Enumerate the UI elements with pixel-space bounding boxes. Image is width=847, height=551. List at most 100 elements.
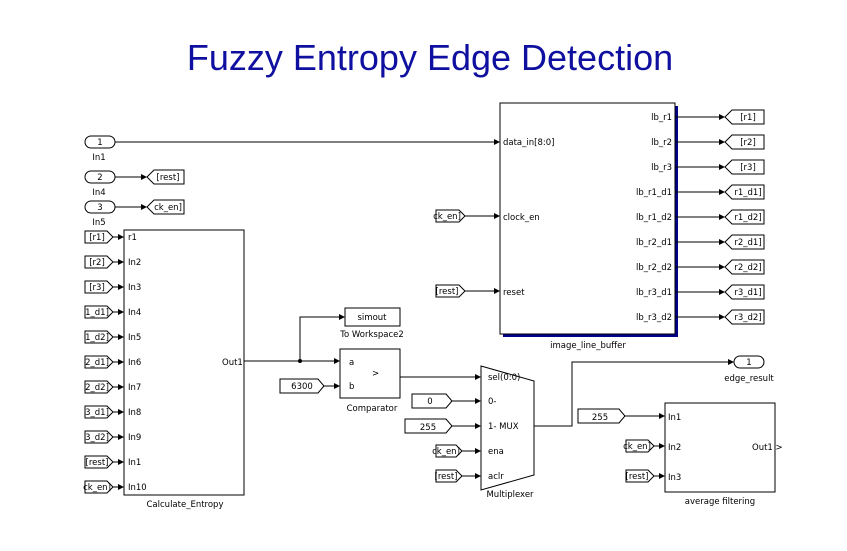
to-workspace-block[interactable]: simout To Workspace2 (339, 307, 404, 340)
from-rest-af[interactable]: [rest] (625, 469, 655, 483)
ilb-out-port-5: lb_r2_d1 (636, 238, 672, 248)
from-ck-en-mux-label: ck_en] (432, 447, 460, 457)
comparator-port-b: b (349, 382, 354, 392)
goto-ilb-2-label: [r3] (740, 163, 756, 173)
from-ce-3[interactable]: 1_d1] (84, 305, 114, 319)
constant-255-mux-value: 255 (420, 423, 436, 433)
ilb-out-port-0: lb_r1 (651, 113, 672, 123)
goto-ilb-0[interactable]: [r1] (724, 109, 765, 125)
from-ce-9-label: [rest] (86, 458, 109, 468)
from-ce-6[interactable]: 2_d2] (84, 380, 114, 394)
from-ck-en-ilb-label: ck_en] (433, 212, 461, 222)
from-ce-0[interactable]: [r1] (84, 230, 114, 244)
goto-ilb-8[interactable]: r3_d2] (724, 309, 765, 325)
ilb-port-data-in: data_in[8:0] (503, 138, 554, 148)
goto-ilb-1-label: [r2] (740, 138, 756, 148)
ce-in-port-2: In3 (128, 283, 141, 293)
constant-255-af-value: 255 (592, 413, 608, 423)
goto-ilb-6-label: r2_d2] (734, 263, 761, 273)
goto-rest[interactable]: [rest] (146, 169, 185, 185)
from-rest-mux-label: [rest] (435, 472, 458, 482)
from-ce-10[interactable]: ck_en] (83, 480, 114, 494)
constant-255-af[interactable]: 255 (577, 408, 626, 424)
mux-port-0: sel(0:0) (488, 373, 520, 383)
ilb-out-port-1: lb_r2 (651, 138, 672, 148)
goto-ilb-5[interactable]: r2_d1] (724, 234, 765, 250)
ce-in-port-10: In10 (128, 483, 147, 493)
from-ck-en-af[interactable]: ck_en] (623, 439, 655, 453)
goto-ilb-3-label: r1_d1] (734, 188, 761, 198)
goto-ilb-1[interactable]: [r2] (724, 134, 765, 150)
af-port-in2: In2 (668, 443, 681, 453)
ce-in-port-7: In8 (128, 408, 141, 418)
ilb-out-port-6: lb_r2_d2 (636, 263, 672, 273)
goto-ilb-7-label: r3_d1] (734, 288, 761, 298)
from-ck-en-ilb[interactable]: ck_en] (433, 209, 466, 223)
comparator-name: Comparator (347, 404, 398, 414)
ce-in-port-1: In2 (128, 258, 141, 268)
image-line-buffer-name: image_line_buffer (550, 341, 626, 351)
from-ce-8[interactable]: 3_d2] (84, 430, 114, 444)
image-line-buffer-block[interactable]: image_line_buffer data_in[8:0] clock_en … (499, 102, 678, 351)
ce-in-port-3: In4 (128, 308, 141, 318)
from-ce-4[interactable]: 1_d2] (84, 330, 114, 344)
inport-1-number: 1 (97, 138, 102, 148)
mux-port-4: aclr (488, 472, 504, 482)
from-rest-mux[interactable]: [rest] (435, 469, 463, 483)
af-port-in1: In1 (668, 413, 681, 423)
constant-0-value: 0 (427, 397, 432, 407)
from-ck-en-mux[interactable]: ck_en] (432, 444, 463, 458)
average-filtering-block[interactable]: In1 In2 In3 Out1 > average filtering (664, 402, 783, 507)
constant-255-mux[interactable]: 255 (404, 418, 453, 434)
inport-3-label: In5 (92, 218, 105, 228)
calculate-entropy-block[interactable]: Calculate_Entropy Out1 (123, 229, 245, 510)
goto-ilb-3[interactable]: r1_d1] (724, 184, 765, 200)
outport-edge-result[interactable]: 1 edge_result (724, 355, 774, 384)
mux-port-2: 1- MUX (488, 422, 519, 432)
goto-ilb-8-label: r3_d2] (734, 313, 761, 323)
from-rest-ilb[interactable]: [rest] (435, 284, 466, 298)
ilb-out-port-2: lb_r3 (651, 163, 672, 173)
from-rest-af-label: [rest] (626, 472, 649, 482)
ilb-out-port-3: lb_r1_d1 (636, 188, 672, 198)
average-filtering-name: average filtering (685, 497, 755, 507)
goto-ilb-4-label: r1_d2] (734, 213, 761, 223)
from-ce-9[interactable]: [rest] (84, 455, 114, 469)
af-port-out1: Out1 > (752, 443, 783, 453)
ce-in-port-4: In5 (128, 333, 141, 343)
from-ce-5-label: 2_d1] (85, 358, 109, 368)
comparator-block[interactable]: a b > Comparator (339, 348, 401, 414)
outport-number: 1 (746, 358, 751, 368)
from-ce-1[interactable]: [r2] (84, 255, 114, 269)
goto-ilb-6[interactable]: r2_d2] (724, 259, 765, 275)
goto-ilb-7[interactable]: r3_d1] (724, 284, 765, 300)
inport-3[interactable]: 3 In5 (84, 200, 116, 228)
goto-ilb-4[interactable]: r1_d2] (724, 209, 765, 225)
image-line-buffer-outputs: lb_r1 [r1] lb_r2 [r2] lb_r3 [r3] lb_r1_d1 r1_d1… (636, 109, 765, 325)
from-ce-1-label: [r2] (89, 258, 105, 268)
from-ce-2[interactable]: [r3] (84, 280, 114, 294)
constant-0[interactable]: 0 (411, 393, 453, 409)
diagram-title: Fuzzy Entropy Edge Detection (187, 37, 673, 78)
goto-ilb-5-label: r2_d1] (734, 238, 761, 248)
inport-2[interactable]: 2 In4 (84, 170, 116, 198)
af-port-in3: In3 (668, 473, 681, 483)
from-ce-2-label: [r3] (89, 283, 105, 293)
from-ce-7-label: 3_d1] (85, 408, 109, 418)
calculate-entropy-inputs: [r1]r1[r2]In2[r3]In31_d1]In41_d2]In52_d1… (83, 230, 147, 494)
to-workspace-name: To Workspace2 (339, 330, 404, 340)
calculate-entropy-name: Calculate_Entropy (147, 500, 224, 510)
from-ce-5[interactable]: 2_d1] (84, 355, 114, 369)
calculate-entropy-out-port: Out1 (222, 358, 243, 368)
goto-ilb-2[interactable]: [r3] (724, 159, 765, 175)
constant-6300[interactable]: 6300 (279, 378, 325, 394)
inport-1-label: In1 (92, 153, 105, 163)
goto-ck-en[interactable]: ck_en] (146, 199, 185, 215)
from-ce-4-label: 1_d2] (85, 333, 109, 343)
from-ce-7[interactable]: 3_d1] (84, 405, 114, 419)
multiplexer-block[interactable]: Multiplexer (480, 365, 535, 500)
mux-port-3: ena (488, 447, 504, 457)
goto-rest-label: [rest] (157, 173, 180, 183)
ilb-out-port-4: lb_r1_d2 (636, 213, 672, 223)
inport-1[interactable]: 1 In1 (84, 135, 116, 163)
